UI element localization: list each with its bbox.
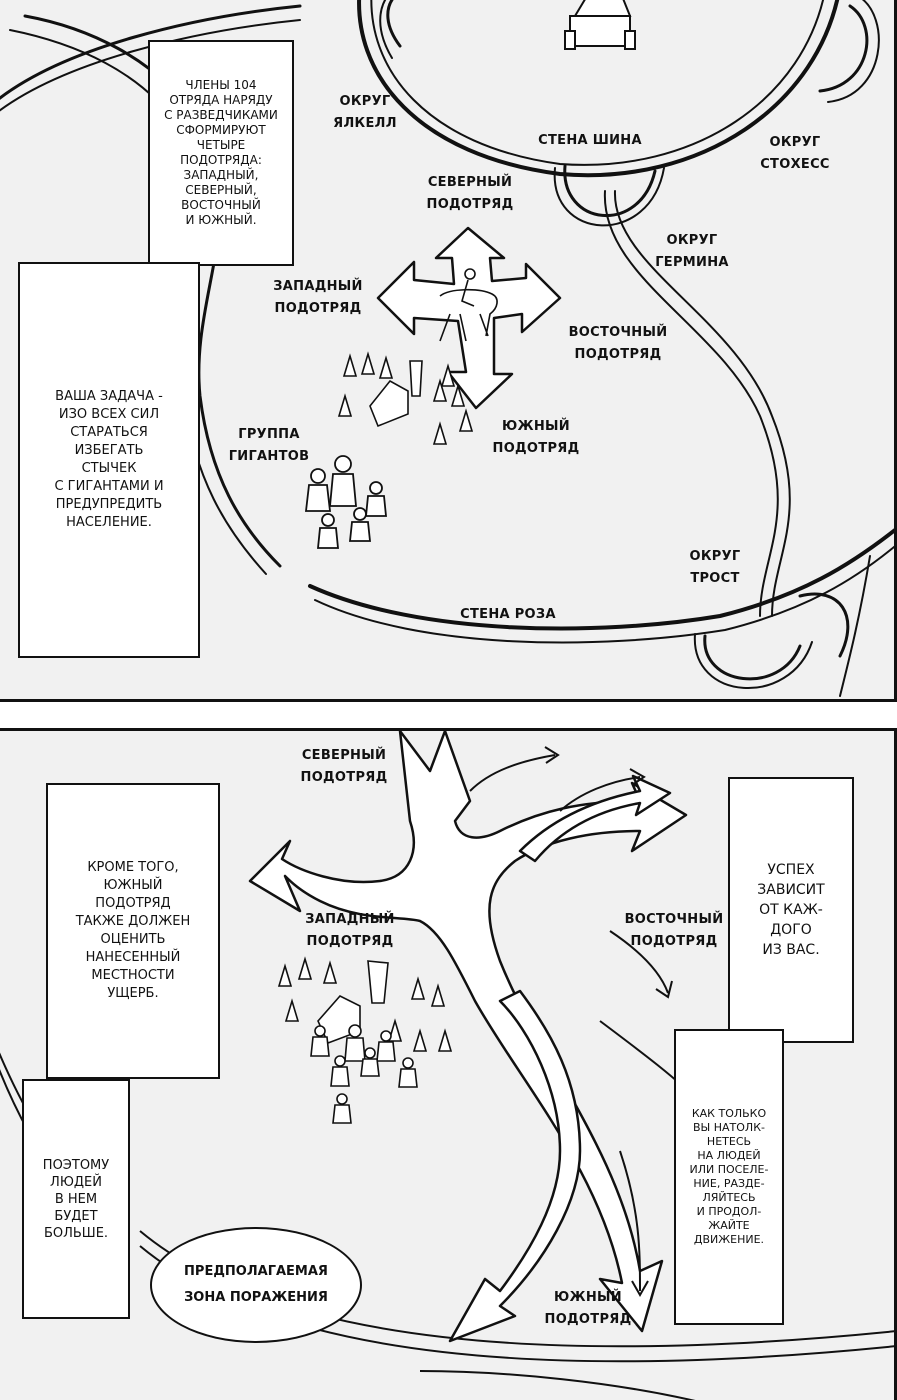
bottom-panel-plan: КРОМЕ ТОГО, ЮЖНЫЙ ПОДОТРЯД ТАКЖЕ ДОЛЖЕН … [0,728,897,1400]
label-west-squad-bottom: ЗАПАДНЫЙ ПОДОТРЯД [305,912,395,949]
bubble-impact-zone: ПРЕДПОЛАГАЕМАЯ ЗОНА ПОРАЖЕНИЯ [150,1227,362,1343]
label-district-yalkell: ОКРУГ ЯЛКЕЛЛ [333,94,397,131]
panel-gutter [0,702,897,728]
label-wall-rose: СТЕНА РОЗА [460,607,556,622]
caption-people: ПОЭТОМУ ЛЮДЕЙ В НЕМ БУДЕТ БОЛЬШЕ. [22,1079,130,1319]
label-north-squad-bottom: СЕВЕРНЫЙ ПОДОТРЯД [300,748,388,785]
label-district-germina: ОКРУГ ГЕРМИНА [655,233,729,270]
formation-drawing [0,731,894,1400]
caption-split: КАК ТОЛЬКО ВЫ НАТОЛК- НЕТЕСЬ НА ЛЮДЕЙ ИЛ… [674,1029,784,1325]
top-panel-map: ЧЛЕНЫ 104 ОТРЯДА НАРЯДУ С РАЗВЕДЧИКАМИ С… [0,0,897,702]
label-west-squad: ЗАПАДНЫЙ ПОДОТРЯД [273,279,363,316]
label-district-stohess: ОКРУГ СТОХЕСС [760,135,830,172]
label-south-squad-bottom: ЮЖНЫЙ ПОДОТРЯД [544,1290,632,1327]
caption-squads: ЧЛЕНЫ 104 ОТРЯДА НАРЯДУ С РАЗВЕДЧИКАМИ С… [148,40,294,266]
label-east-squad: ВОСТОЧНЫЙ ПОДОТРЯД [568,325,668,362]
label-north-squad: СЕВЕРНЫЙ ПОДОТРЯД [426,175,514,212]
caption-also: КРОМЕ ТОГО, ЮЖНЫЙ ПОДОТРЯД ТАКЖЕ ДОЛЖЕН … [46,783,220,1079]
label-titan-group: ГРУППА ГИГАНТОВ [228,427,310,464]
label-east-squad-bottom: ВОСТОЧНЫЙ ПОДОТРЯД [624,912,724,949]
label-wall-sina: СТЕНА ШИНА [538,133,642,148]
label-district-trost: ОКРУГ ТРОСТ [689,549,741,586]
caption-success: УСПЕХ ЗАВИСИТ ОТ КАЖ- ДОГО ИЗ ВАС. [728,777,854,1043]
label-south-squad: ЮЖНЫЙ ПОДОТРЯД [492,419,580,456]
caption-task: ВАША ЗАДАЧА - ИЗО ВСЕХ СИЛ СТАРАТЬСЯ ИЗБ… [18,262,200,658]
